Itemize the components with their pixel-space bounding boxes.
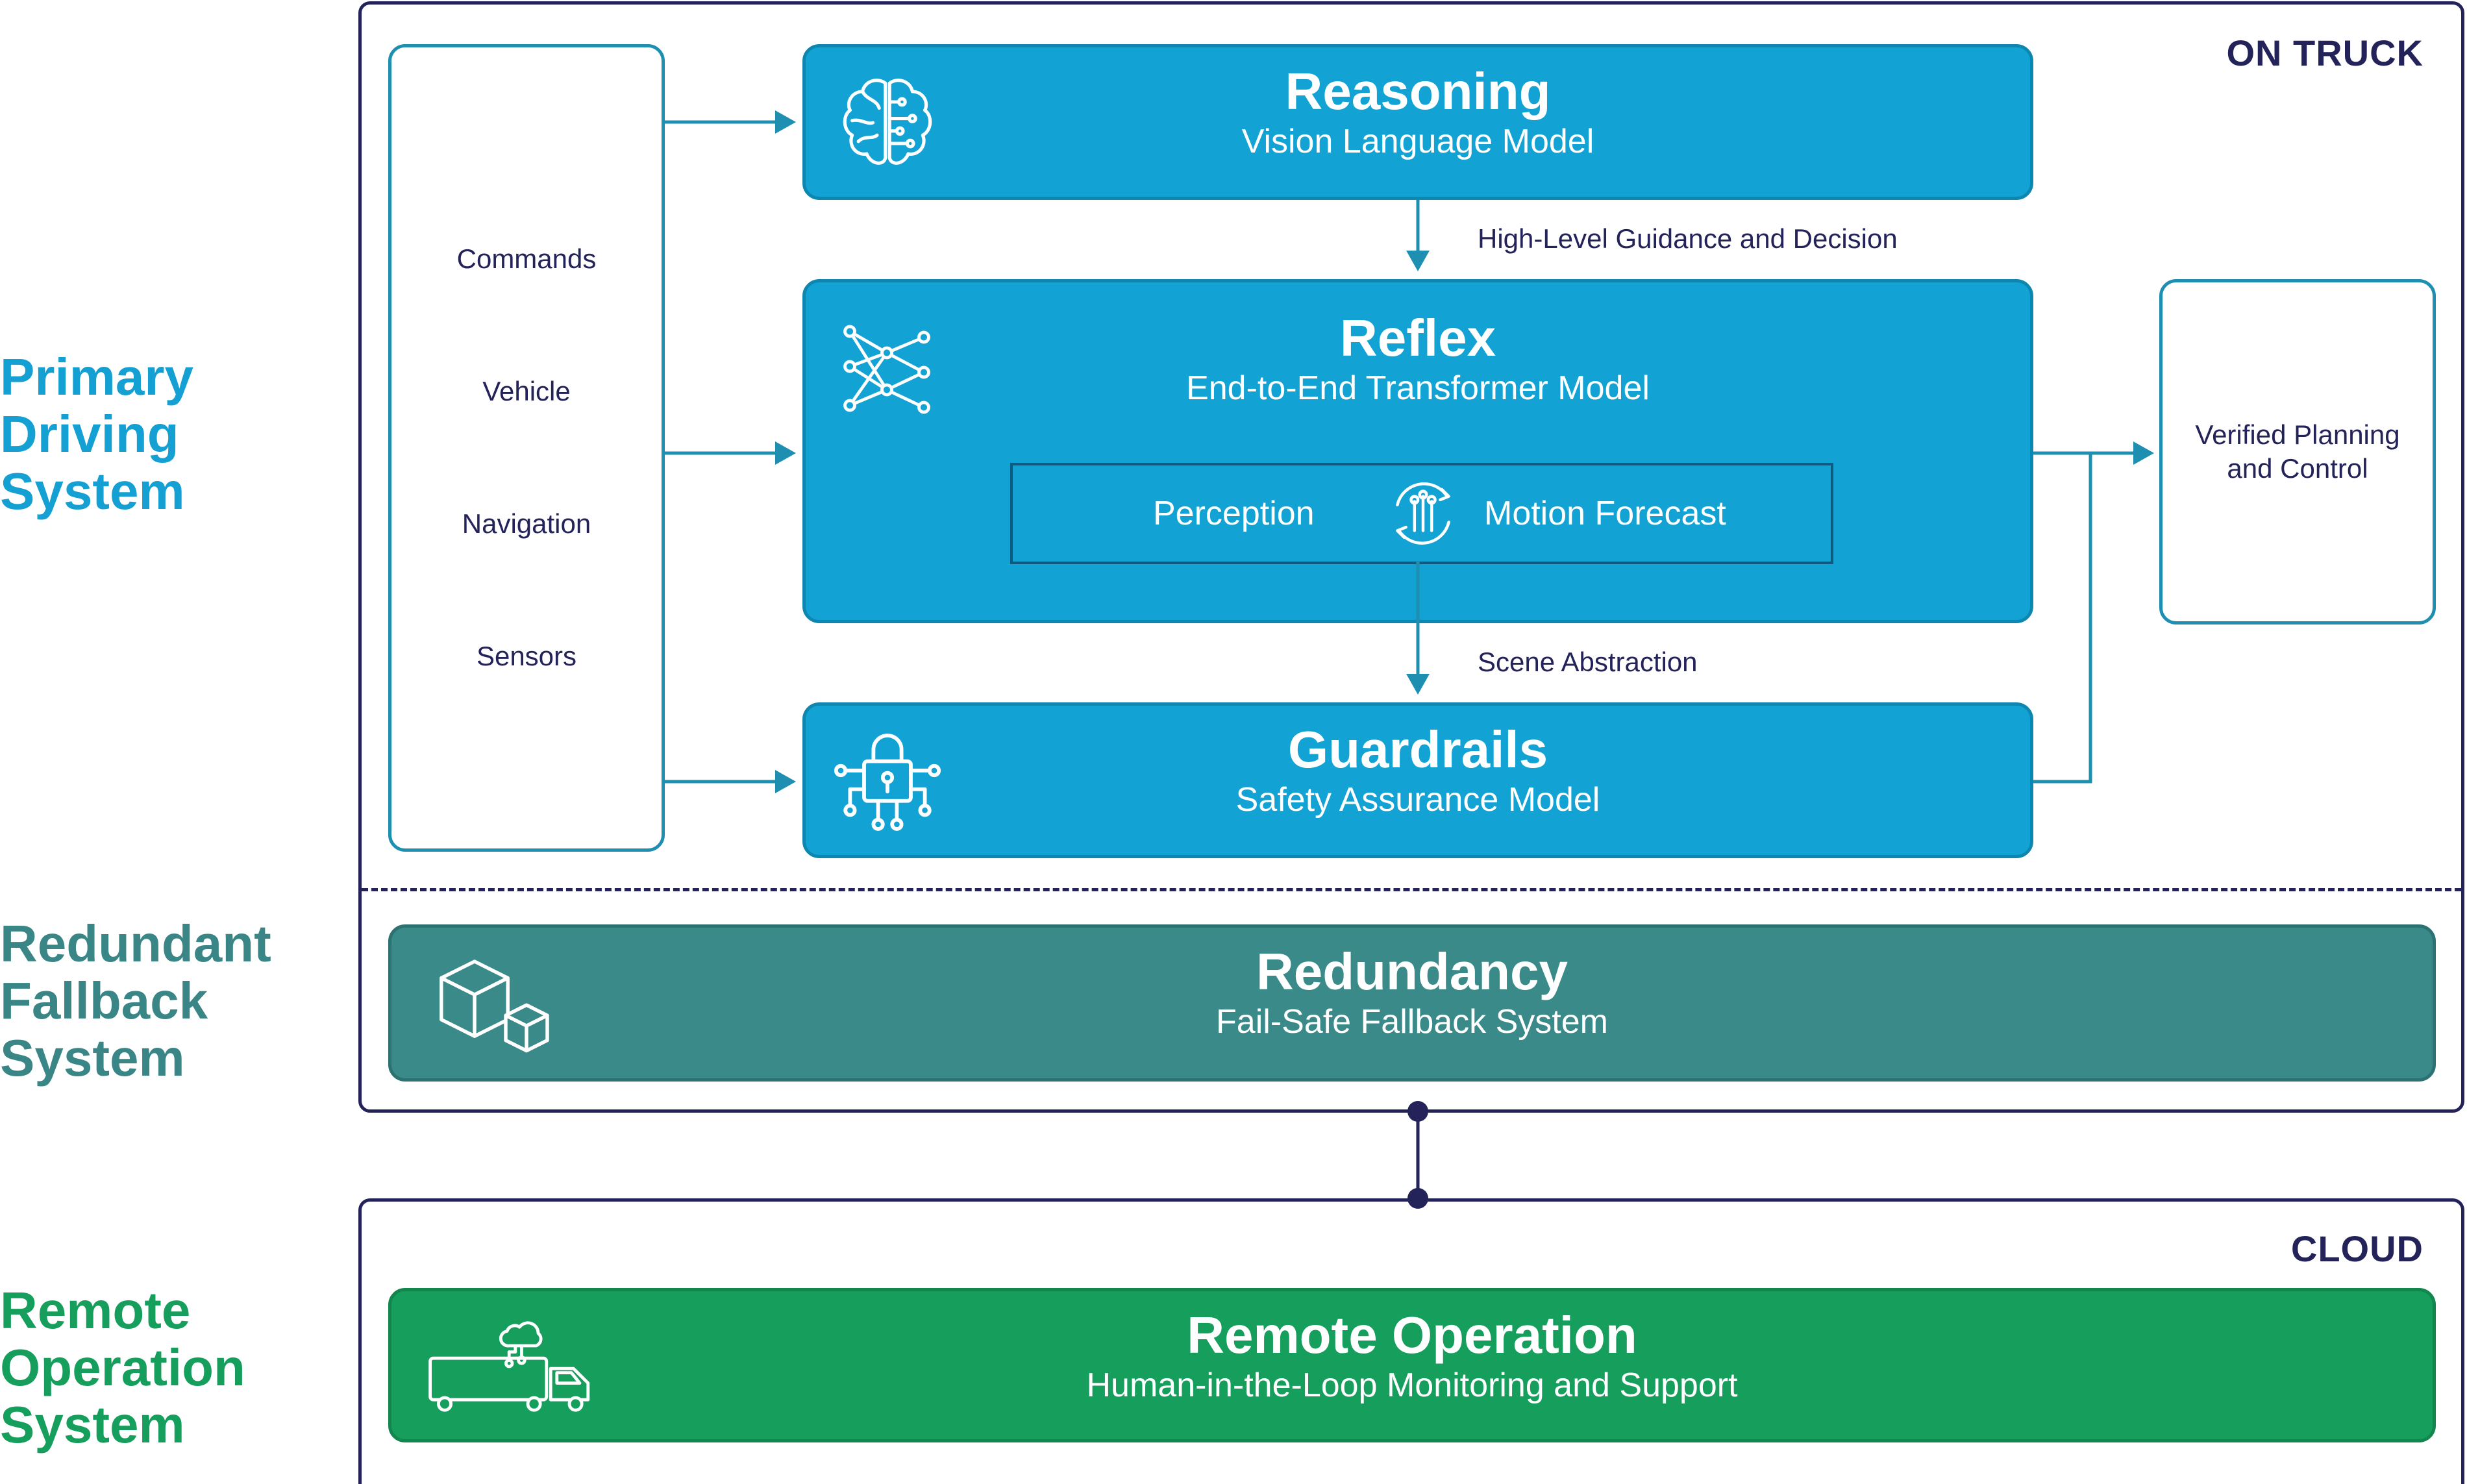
verified-planning-label: Verified Planning and Control xyxy=(2195,419,2400,484)
cloud-label: CLOUD xyxy=(2290,1228,2424,1269)
redundancy-subtitle: Fail-Safe Fallback System xyxy=(1216,1003,1608,1041)
input-vehicle: Vehicle xyxy=(482,376,571,406)
reflex-subtitle: End-to-End Transformer Model xyxy=(1186,369,1650,407)
remote-operation-title: Remote Operation xyxy=(1187,1306,1637,1364)
arrow-to-verified-planning xyxy=(2133,441,2154,465)
motion-forecast-label: Motion Forecast xyxy=(1484,495,1726,532)
cloud-truck-icon xyxy=(428,1321,590,1412)
redundancy-box: Redundancy Fail-Safe Fallback System xyxy=(388,924,2436,1082)
perception-forecast-box: Perception Motion Forecast xyxy=(1010,463,1833,564)
input-sensors: Sensors xyxy=(476,641,577,671)
remote-operation-subtitle: Human-in-the-Loop Monitoring and Support xyxy=(1086,1367,1738,1404)
separator-dashed-line xyxy=(362,888,2461,891)
reasoning-subtitle: Vision Language Model xyxy=(1241,123,1594,160)
remote-operation-box: Remote Operation Human-in-the-Loop Monit… xyxy=(388,1288,2436,1442)
brain-icon xyxy=(843,79,932,165)
perception-label: Perception xyxy=(1153,495,1315,532)
guardrails-box: Guardrails Safety Assurance Model xyxy=(802,702,2033,858)
remote-operation-system-label: Remote Operation System xyxy=(0,1281,245,1453)
guardrails-subtitle: Safety Assurance Model xyxy=(1235,781,1600,819)
primary-driving-system-label: Primary Driving System xyxy=(0,348,193,520)
input-navigation: Navigation xyxy=(462,508,591,539)
redundancy-title: Redundancy xyxy=(1256,943,1568,1000)
inputs-box: Commands Vehicle Navigation Sensors xyxy=(388,44,665,852)
verified-planning-box: Verified Planning and Control xyxy=(2159,279,2436,625)
input-commands: Commands xyxy=(456,243,597,274)
scene-abstraction-edge-label: Scene Abstraction xyxy=(1478,647,1698,677)
guidance-edge-label: High-Level Guidance and Decision xyxy=(1478,223,1898,254)
guardrails-title: Guardrails xyxy=(1287,721,1548,778)
lock-circuit-icon xyxy=(834,734,941,831)
reasoning-title: Reasoning xyxy=(1285,62,1551,120)
reflex-title: Reflex xyxy=(1339,309,1496,367)
cycle-circuit-icon xyxy=(1396,482,1450,545)
on-truck-label: ON TRUCK xyxy=(2226,32,2424,73)
neural-network-icon xyxy=(843,325,930,414)
reasoning-box: Reasoning Vision Language Model xyxy=(802,44,2033,200)
cubes-icon xyxy=(440,959,549,1053)
redundant-fallback-system-label: Redundant Fallback System xyxy=(0,915,271,1087)
